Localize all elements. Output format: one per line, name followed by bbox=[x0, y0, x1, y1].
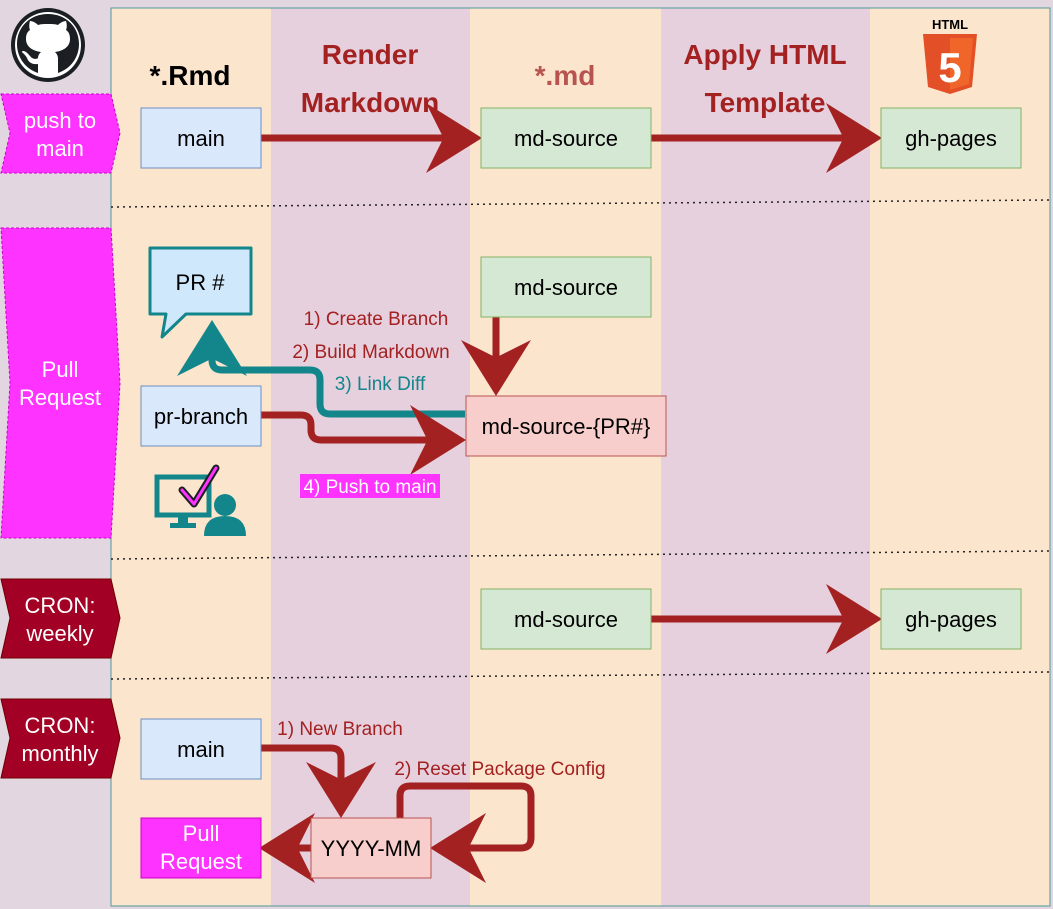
step-push-to-main-highlight bbox=[300, 474, 440, 498]
step-build-markdown: 2) Build Markdown bbox=[292, 342, 449, 363]
box-label: gh-pages bbox=[905, 126, 997, 151]
trigger-push-to-main: push to main bbox=[0, 93, 121, 174]
box-md-source: md-source bbox=[480, 107, 652, 169]
box-pull-request-monthly: Pull Request bbox=[140, 817, 262, 879]
box-yyyy-mm: YYYY-MM bbox=[310, 817, 432, 879]
row-separator bbox=[110, 671, 1051, 680]
trigger-label: push to bbox=[24, 108, 96, 133]
step-push-to-main: 4) Push to main bbox=[303, 477, 436, 498]
box-md-source-weekly: md-source bbox=[480, 588, 652, 650]
trigger-pull-request: Pull Request bbox=[0, 227, 121, 539]
step-reset-package-config: 2) Reset Package Config bbox=[394, 759, 605, 780]
arrow-link-diff bbox=[177, 320, 465, 418]
box-label: main bbox=[177, 126, 225, 151]
box-label: md-source bbox=[514, 275, 618, 300]
box-label: md-source bbox=[514, 607, 618, 632]
trigger-label: CRON: bbox=[25, 593, 96, 618]
html5-icon-digit: 5 bbox=[938, 44, 961, 91]
box-main: main bbox=[140, 107, 262, 169]
box-gh-pages-weekly: gh-pages bbox=[880, 588, 1022, 650]
column-title-render-line2: Markdown bbox=[301, 87, 439, 118]
box-label: gh-pages bbox=[905, 607, 997, 632]
box-label: Pull bbox=[183, 821, 220, 846]
box-label: YYYY-MM bbox=[321, 836, 422, 861]
pr-number-label: PR # bbox=[176, 270, 226, 295]
box-label: main bbox=[177, 737, 225, 762]
arrow-reset-package-config bbox=[396, 782, 535, 883]
box-gh-pages: gh-pages bbox=[880, 107, 1022, 169]
trigger-label: CRON: bbox=[25, 713, 96, 738]
box-main-monthly: main bbox=[140, 718, 262, 780]
trigger-label: Pull bbox=[42, 357, 79, 382]
trigger-label: Request bbox=[19, 385, 101, 410]
box-label: pr-branch bbox=[154, 404, 248, 429]
html5-icon: HTML 5 bbox=[923, 17, 977, 94]
arrow-main-to-yyyy-mm bbox=[261, 744, 376, 818]
box-md-source-pr-number: md-source-{PR#} bbox=[465, 395, 667, 457]
trigger-label: weekly bbox=[25, 621, 93, 646]
box-label: Request bbox=[160, 849, 242, 874]
trigger-cron-monthly: CRON: monthly bbox=[0, 698, 121, 779]
column-title-md: *.md bbox=[535, 60, 596, 91]
column-apply-template bbox=[661, 8, 870, 906]
row-separator bbox=[110, 550, 1051, 560]
box-label: md-source-{PR#} bbox=[482, 414, 651, 439]
row-separator bbox=[110, 199, 1051, 208]
column-title-rmd: *.Rmd bbox=[150, 60, 231, 91]
speech-bubble-icon: PR # bbox=[148, 246, 253, 339]
arrow-pr-branch-to-md-source-pr bbox=[261, 405, 466, 475]
step-create-branch: 1) Create Branch bbox=[304, 309, 449, 330]
github-icon bbox=[11, 8, 85, 82]
column-title-apply-line1: Apply HTML bbox=[683, 39, 846, 70]
step-new-branch: 1) New Branch bbox=[277, 719, 403, 740]
column-title-apply-line2: Template bbox=[705, 87, 826, 118]
box-md-source-pr-row: md-source bbox=[480, 256, 652, 318]
html5-icon-label: HTML bbox=[932, 17, 968, 32]
box-pr-branch: pr-branch bbox=[140, 385, 262, 447]
trigger-label: monthly bbox=[21, 741, 98, 766]
trigger-cron-weekly: CRON: weekly bbox=[0, 578, 121, 659]
user-computer-icon bbox=[154, 474, 246, 536]
box-label: md-source bbox=[514, 126, 618, 151]
trigger-label: main bbox=[36, 136, 84, 161]
column-title-render-line1: Render bbox=[322, 39, 419, 70]
step-link-diff: 3) Link Diff bbox=[335, 374, 426, 395]
